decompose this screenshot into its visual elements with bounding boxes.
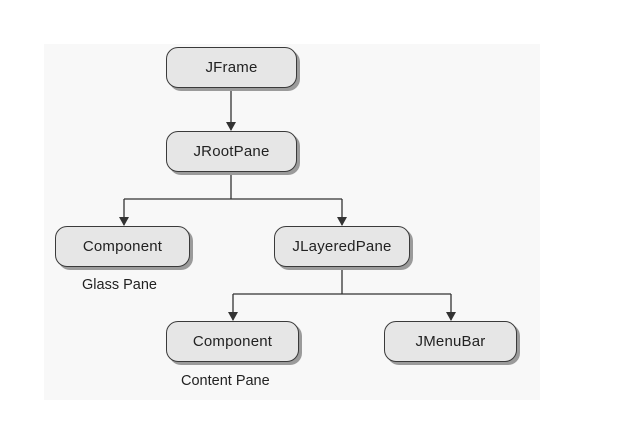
node-jrootpane: JRootPane xyxy=(166,131,297,172)
caption-glass-pane: Glass Pane xyxy=(82,277,157,293)
node-jframe: JFrame xyxy=(166,47,297,88)
node-glass-pane-component: Component xyxy=(55,226,190,267)
node-jlayeredpane: JLayeredPane xyxy=(274,226,410,267)
node-jmenubar: JMenuBar xyxy=(384,321,517,362)
node-content-pane-component: Component xyxy=(166,321,299,362)
caption-content-pane: Content Pane xyxy=(181,373,270,389)
